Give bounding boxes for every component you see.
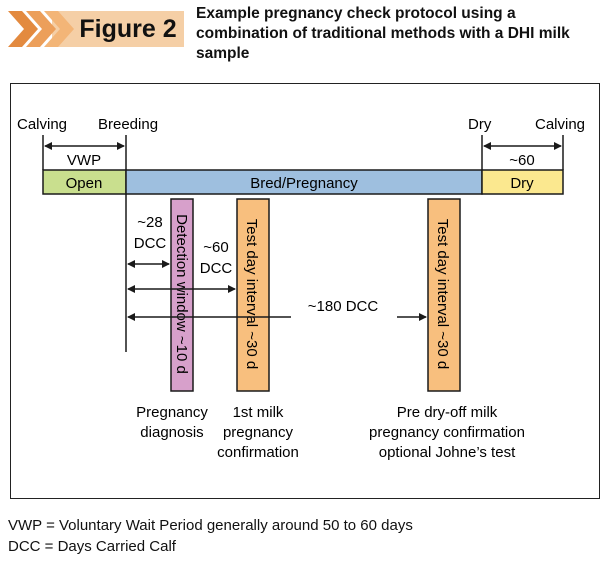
test-window-1-label: Test day interval ~30 d <box>243 219 260 370</box>
dcc180-label: ~180 DCC <box>308 298 379 315</box>
dcc60-label-2: DCC <box>200 260 233 277</box>
footnote-vwp: VWP = Voluntary Wait Period generally ar… <box>8 517 413 534</box>
chevron-2 <box>26 11 56 47</box>
timeline-svg: Calving Breeding Dry Calving VWP ~60 Ope… <box>17 116 585 461</box>
label-first-milk-1: 1st milk <box>233 404 284 421</box>
protocol-diagram: Calving Breeding Dry Calving VWP ~60 Ope… <box>10 83 600 499</box>
dry-period-label: ~60 <box>509 152 534 169</box>
figure-badge: Figure 2 <box>8 8 186 50</box>
detection-window-bar <box>170 198 194 392</box>
figure-caption: Example pregnancy check protocol using a… <box>196 5 570 62</box>
test-window-2-label: Test day interval ~30 d <box>434 219 451 370</box>
phase-open-label: Open <box>66 175 103 192</box>
label-pre-dry-off-2: pregnancy confirmation <box>369 424 525 441</box>
detection-window-label: Detection window ~10 d <box>173 214 190 374</box>
phase-dry <box>481 169 564 195</box>
label-pregnancy-diagnosis-2: diagnosis <box>140 424 203 441</box>
dcc28-label-2: DCC <box>134 235 167 252</box>
test-window-1-bar <box>236 198 270 392</box>
label-pregnancy-diagnosis-1: Pregnancy <box>136 404 208 421</box>
label-pre-dry-off-1: Pre dry-off milk <box>397 404 498 421</box>
label-calving-end: Calving <box>535 116 585 133</box>
test-window-2-bar <box>427 198 461 392</box>
phase-open <box>42 169 127 195</box>
label-dry: Dry <box>468 116 492 133</box>
vwp-label: VWP <box>67 152 101 169</box>
phase-dry-label: Dry <box>510 175 534 192</box>
footnote-dcc: DCC = Days Carried Calf <box>8 538 176 555</box>
label-first-milk-3: confirmation <box>217 444 299 461</box>
dcc60-label-1: ~60 <box>203 239 228 256</box>
chevron-3 <box>44 11 74 47</box>
label-pre-dry-off-3: optional Johne’s test <box>379 444 516 461</box>
figure-label: Figure 2 <box>79 15 177 43</box>
label-calving-start: Calving <box>17 116 67 133</box>
phase-bred-label: Bred/Pregnancy <box>250 175 358 192</box>
chevron-arrows-icon <box>8 11 184 47</box>
chevron-1 <box>8 11 38 47</box>
label-breeding: Breeding <box>98 116 158 133</box>
label-first-milk-2: pregnancy <box>223 424 294 441</box>
phase-bred <box>125 169 483 195</box>
dcc28-label-1: ~28 <box>137 214 162 231</box>
